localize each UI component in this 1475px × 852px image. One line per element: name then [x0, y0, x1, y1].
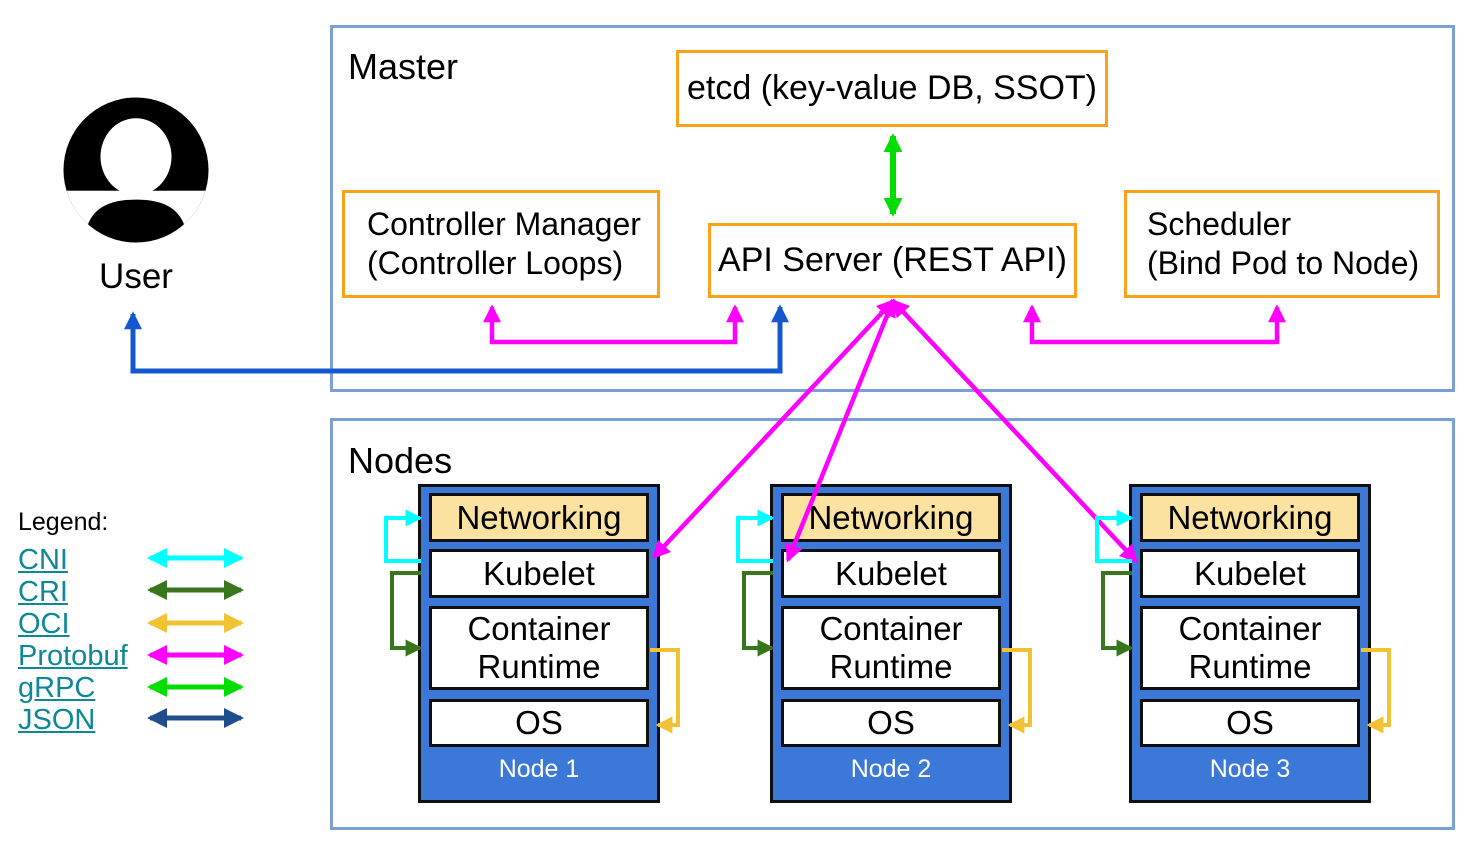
networking-label: Networking	[456, 498, 622, 536]
nodes-title: Nodes	[348, 440, 453, 481]
api-server-box: API Server (REST API)	[708, 223, 1077, 298]
scheduler-box: Scheduler (Bind Pod to Node)	[1124, 190, 1440, 298]
node-3: Networking Kubelet Container Runtime OS …	[1129, 484, 1371, 803]
node2-kubelet-box: Kubelet	[781, 549, 1001, 598]
runtime-label: Container Runtime	[467, 610, 611, 685]
node1-os-box: OS	[429, 699, 649, 747]
controller-manager-box: Controller Manager (Controller Loops)	[342, 190, 660, 298]
node2-os-box: OS	[781, 699, 1001, 747]
node2-name: Node 2	[850, 755, 932, 783]
node1-networking-box: Networking	[429, 493, 649, 542]
person-icon	[63, 97, 209, 243]
node2-networking-box: Networking	[781, 493, 1001, 542]
kubelet-label: Kubelet	[1194, 554, 1306, 592]
runtime-label: Container Runtime	[819, 610, 963, 685]
node2-container-runtime-box: Container Runtime	[781, 606, 1001, 690]
legend-link-oci[interactable]: OCI	[18, 608, 70, 640]
etcd-box: etcd (key-value DB, SSOT)	[676, 50, 1108, 127]
node3-networking-box: Networking	[1140, 493, 1360, 542]
node1-name: Node 1	[498, 755, 580, 783]
user-label: User	[99, 257, 173, 296]
legend-link-cri[interactable]: CRI	[18, 576, 68, 608]
user-figure: User	[62, 96, 210, 297]
legend-link-grpc[interactable]: gRPC	[18, 672, 96, 704]
node1-kubelet-box: Kubelet	[429, 549, 649, 598]
os-label: OS	[515, 704, 563, 741]
api-server-label: API Server (REST API)	[718, 241, 1067, 279]
node3-os-box: OS	[1140, 699, 1360, 747]
etcd-label: etcd (key-value DB, SSOT)	[686, 69, 1097, 107]
node-1: Networking Kubelet Container Runtime OS …	[418, 484, 660, 803]
controller-manager-label: Controller Manager	[367, 206, 641, 242]
node3-name: Node 3	[1209, 755, 1291, 783]
node-2: Networking Kubelet Container Runtime OS …	[770, 484, 1012, 803]
os-label: OS	[867, 704, 915, 741]
node3-kubelet-box: Kubelet	[1140, 549, 1360, 598]
node3-container-runtime-box: Container Runtime	[1140, 606, 1360, 690]
networking-label: Networking	[1167, 498, 1333, 536]
kubelet-label: Kubelet	[835, 554, 947, 592]
legend-link-json[interactable]: JSON	[18, 704, 96, 736]
scheduler-label: Scheduler	[1147, 206, 1292, 242]
legend-title: Legend:	[18, 508, 109, 536]
runtime-label: Container Runtime	[1178, 610, 1322, 685]
master-title: Master	[348, 46, 459, 87]
node1-container-runtime-box: Container Runtime	[429, 606, 649, 690]
scheduler-sublabel: (Bind Pod to Node)	[1147, 245, 1420, 281]
legend-link-cni[interactable]: CNI	[18, 544, 68, 576]
legend-link-protobuf[interactable]: Protobuf	[18, 640, 128, 672]
os-label: OS	[1226, 704, 1274, 741]
controller-manager-sublabel: (Controller Loops)	[367, 245, 624, 281]
networking-label: Networking	[808, 498, 974, 536]
kubelet-label: Kubelet	[483, 554, 595, 592]
